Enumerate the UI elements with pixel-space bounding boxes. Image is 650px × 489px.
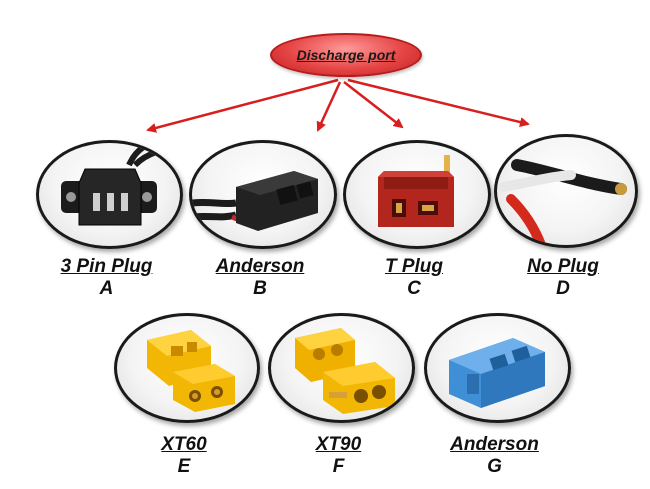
- connector-a-frame: [36, 140, 183, 249]
- connector-a-label: 3 Pin Plug A: [36, 256, 177, 300]
- connector-g-frame: [424, 313, 571, 423]
- discharge-port-header: Discharge port: [270, 33, 422, 77]
- connector-g-label: Anderson G: [418, 434, 571, 478]
- connector-d-frame: [494, 134, 638, 248]
- connector-c-letter: C: [407, 278, 421, 299]
- connector-g-letter: G: [487, 456, 502, 477]
- connector-b-name: Anderson: [215, 256, 305, 277]
- connector-e-name: XT60: [161, 434, 207, 455]
- arrow-to-a: [146, 78, 339, 133]
- yellow-xt90-connector-icon: [295, 328, 395, 414]
- connector-c-name: T Plug: [384, 256, 444, 277]
- bare-wires-icon: [498, 159, 627, 245]
- discharge-port-label: Discharge port: [296, 47, 396, 63]
- arrow-to-b: [316, 81, 342, 132]
- connector-b-frame: [189, 140, 337, 249]
- connector-f-letter: F: [332, 456, 345, 477]
- connector-b-letter: B: [253, 278, 267, 299]
- connector-a-name: 3 Pin Plug: [60, 256, 153, 277]
- arrow-to-c: [343, 81, 404, 129]
- blue-anderson-connector-icon: [449, 338, 545, 408]
- iec-3-pin-plug-icon: [61, 143, 180, 226]
- connector-d-name: No Plug: [527, 256, 599, 277]
- connector-f-name: XT90: [315, 434, 362, 455]
- yellow-xt60-connector-icon: [147, 330, 235, 412]
- black-anderson-connector-icon: [192, 171, 318, 231]
- connector-c-label: T Plug C: [343, 256, 485, 300]
- connector-c-frame: [343, 140, 491, 249]
- connector-f-frame: [268, 313, 415, 423]
- red-t-plug-icon: [378, 155, 454, 227]
- arrow-to-d: [347, 78, 530, 127]
- connector-e-letter: E: [177, 456, 191, 477]
- connector-e-label: XT60 E: [108, 434, 260, 478]
- connector-d-label: No Plug D: [494, 256, 632, 300]
- connector-b-label: Anderson B: [189, 256, 331, 300]
- connector-f-label: XT90 F: [268, 434, 409, 478]
- connector-g-name: Anderson: [450, 434, 539, 455]
- connector-d-letter: D: [556, 278, 570, 299]
- connector-e-frame: [114, 313, 260, 423]
- connector-a-letter: A: [99, 278, 114, 299]
